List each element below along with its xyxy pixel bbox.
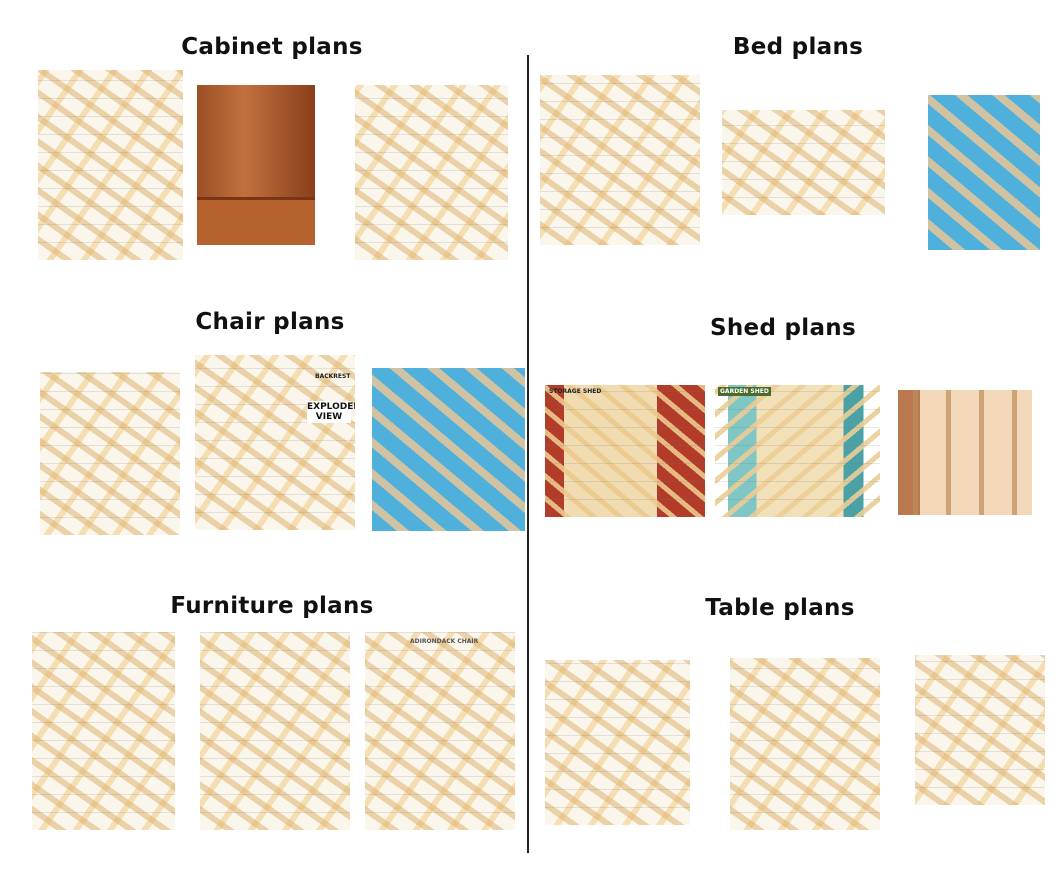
- garden-shed-label: GARDEN SHED: [718, 387, 771, 396]
- section-title-table: Table plans: [705, 595, 855, 621]
- column-divider: [527, 55, 529, 853]
- table-plan-image-1: [545, 660, 690, 825]
- garden-shed-image: GARDEN SHED: [715, 385, 880, 517]
- adirondack-chair-label: ADIRONDACK CHAIR: [410, 638, 479, 645]
- lean-to-shed-image: [885, 390, 1045, 515]
- chair-plan-image-2: BACKREST EXPLODED VIEW: [195, 355, 355, 530]
- furniture-plan-image-2: [200, 632, 350, 830]
- section-title-furniture: Furniture plans: [170, 593, 374, 619]
- cabinet-plan-image-3: [355, 85, 508, 260]
- furniture-plan-image-3: ADIRONDACK CHAIR: [365, 632, 515, 830]
- table-plan-image-3: [915, 655, 1045, 805]
- storage-shed-image: STORAGE SHED: [545, 385, 705, 517]
- bed-plan-image-2: [722, 110, 885, 215]
- furniture-plan-image-1: [32, 632, 175, 830]
- storage-shed-label: STORAGE SHED: [549, 388, 602, 395]
- section-title-chair: Chair plans: [195, 309, 345, 335]
- cabinet-plan-image-1: [38, 70, 183, 260]
- chair-plan-image-3: [372, 368, 525, 531]
- chair-plan-image-1: [40, 372, 180, 535]
- exploded-view-label: EXPLODED VIEW: [307, 401, 355, 423]
- bed-plan-image-1: [540, 75, 700, 245]
- bed-plan-image-3: [928, 95, 1040, 250]
- section-title-bed: Bed plans: [732, 34, 864, 60]
- backrest-label: BACKREST: [315, 373, 351, 380]
- section-title-cabinet: Cabinet plans: [181, 34, 363, 60]
- table-plan-image-2: [730, 658, 880, 830]
- cabinet-photo-image: [197, 85, 315, 245]
- section-title-shed: Shed plans: [710, 315, 856, 341]
